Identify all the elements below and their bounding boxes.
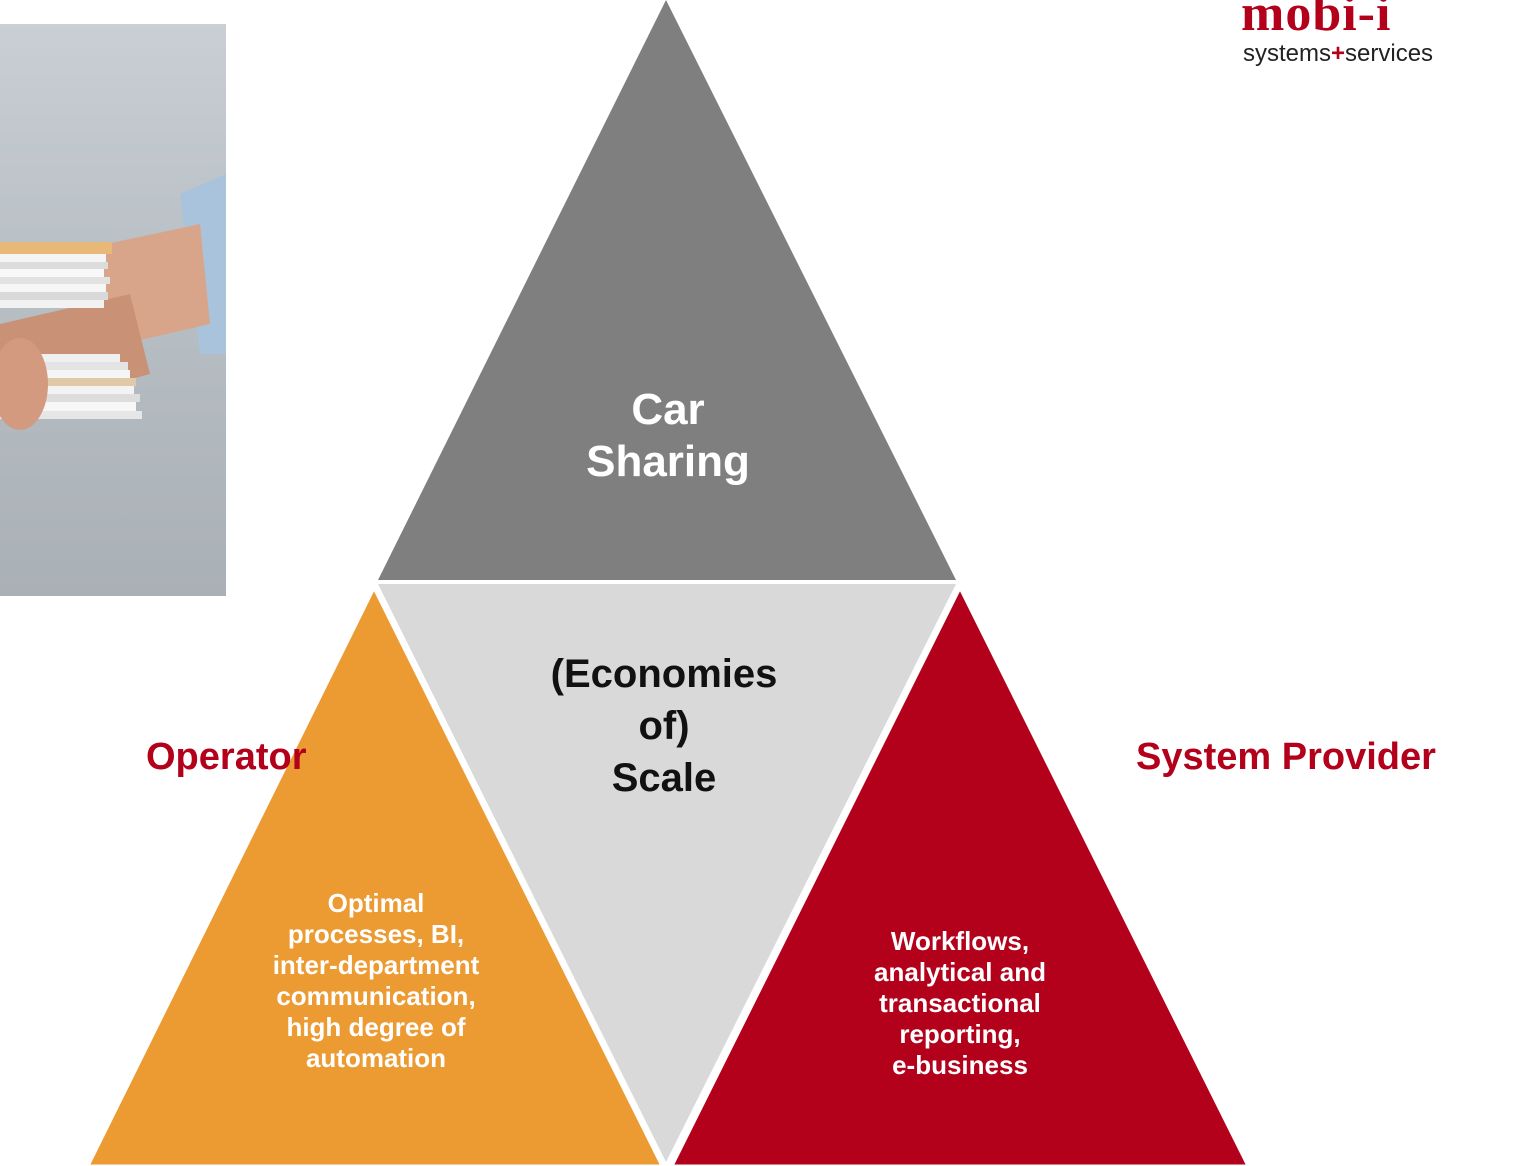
text-line: Sharing xyxy=(586,437,750,486)
economies-of-scale-label: (Economies of) Scale xyxy=(514,648,814,804)
paper-sheet xyxy=(0,269,104,277)
paper-sheet xyxy=(0,394,140,402)
paper-sheet xyxy=(0,284,106,292)
text-line: high degree of xyxy=(286,1012,466,1042)
text-line: e-business xyxy=(892,1050,1028,1080)
paper-sheet xyxy=(0,354,120,362)
paper-sheet xyxy=(0,411,142,419)
paper-sheet xyxy=(0,370,130,378)
text-line: (Economies xyxy=(550,652,778,696)
paper-stack-illustration xyxy=(0,174,226,430)
paper-sheet xyxy=(0,254,106,262)
paper-sheet xyxy=(0,277,110,284)
system-provider-triangle xyxy=(670,584,1250,1166)
car-sharing-triangle xyxy=(378,0,956,580)
tagline-systems: systems xyxy=(1243,40,1332,67)
text-line: Scale xyxy=(611,756,717,800)
text-line: analytical and xyxy=(874,957,1046,987)
system-provider-label: System Provider xyxy=(1136,736,1436,778)
hand xyxy=(0,338,48,430)
text-line: automation xyxy=(305,1043,447,1073)
paper-sheet xyxy=(0,386,134,394)
operator-triangle xyxy=(86,584,664,1166)
folder-top xyxy=(0,242,112,254)
paper-sheet xyxy=(0,262,108,269)
paper-sheet xyxy=(0,402,136,411)
text-line: inter-department xyxy=(272,950,480,980)
logo-wordmark: mobi-i xyxy=(1241,0,1392,42)
text-line: reporting, xyxy=(899,1019,1021,1049)
company-logo: mobi-i systems+services xyxy=(1241,0,1517,84)
tagline-plus: + xyxy=(1331,40,1346,67)
text-line: Optimal xyxy=(327,888,425,918)
text-line: Car xyxy=(631,385,705,434)
operator-label: Operator xyxy=(146,736,307,778)
scale-triangle xyxy=(378,584,956,1162)
tagline-services: services xyxy=(1345,40,1434,67)
paper-sheet xyxy=(0,362,128,370)
paper-sheet xyxy=(0,292,108,300)
text-line: transactional xyxy=(879,988,1041,1018)
text-line: Workflows, xyxy=(890,926,1030,956)
paper-sheet xyxy=(0,300,104,308)
logo-tagline: systems+services xyxy=(1243,40,1433,68)
text-line: of) xyxy=(638,704,690,748)
paper-stack-photo xyxy=(0,24,226,596)
text-line: communication, xyxy=(276,981,476,1011)
text-line: processes, BI, xyxy=(287,919,465,949)
paper-sheet xyxy=(0,378,136,386)
